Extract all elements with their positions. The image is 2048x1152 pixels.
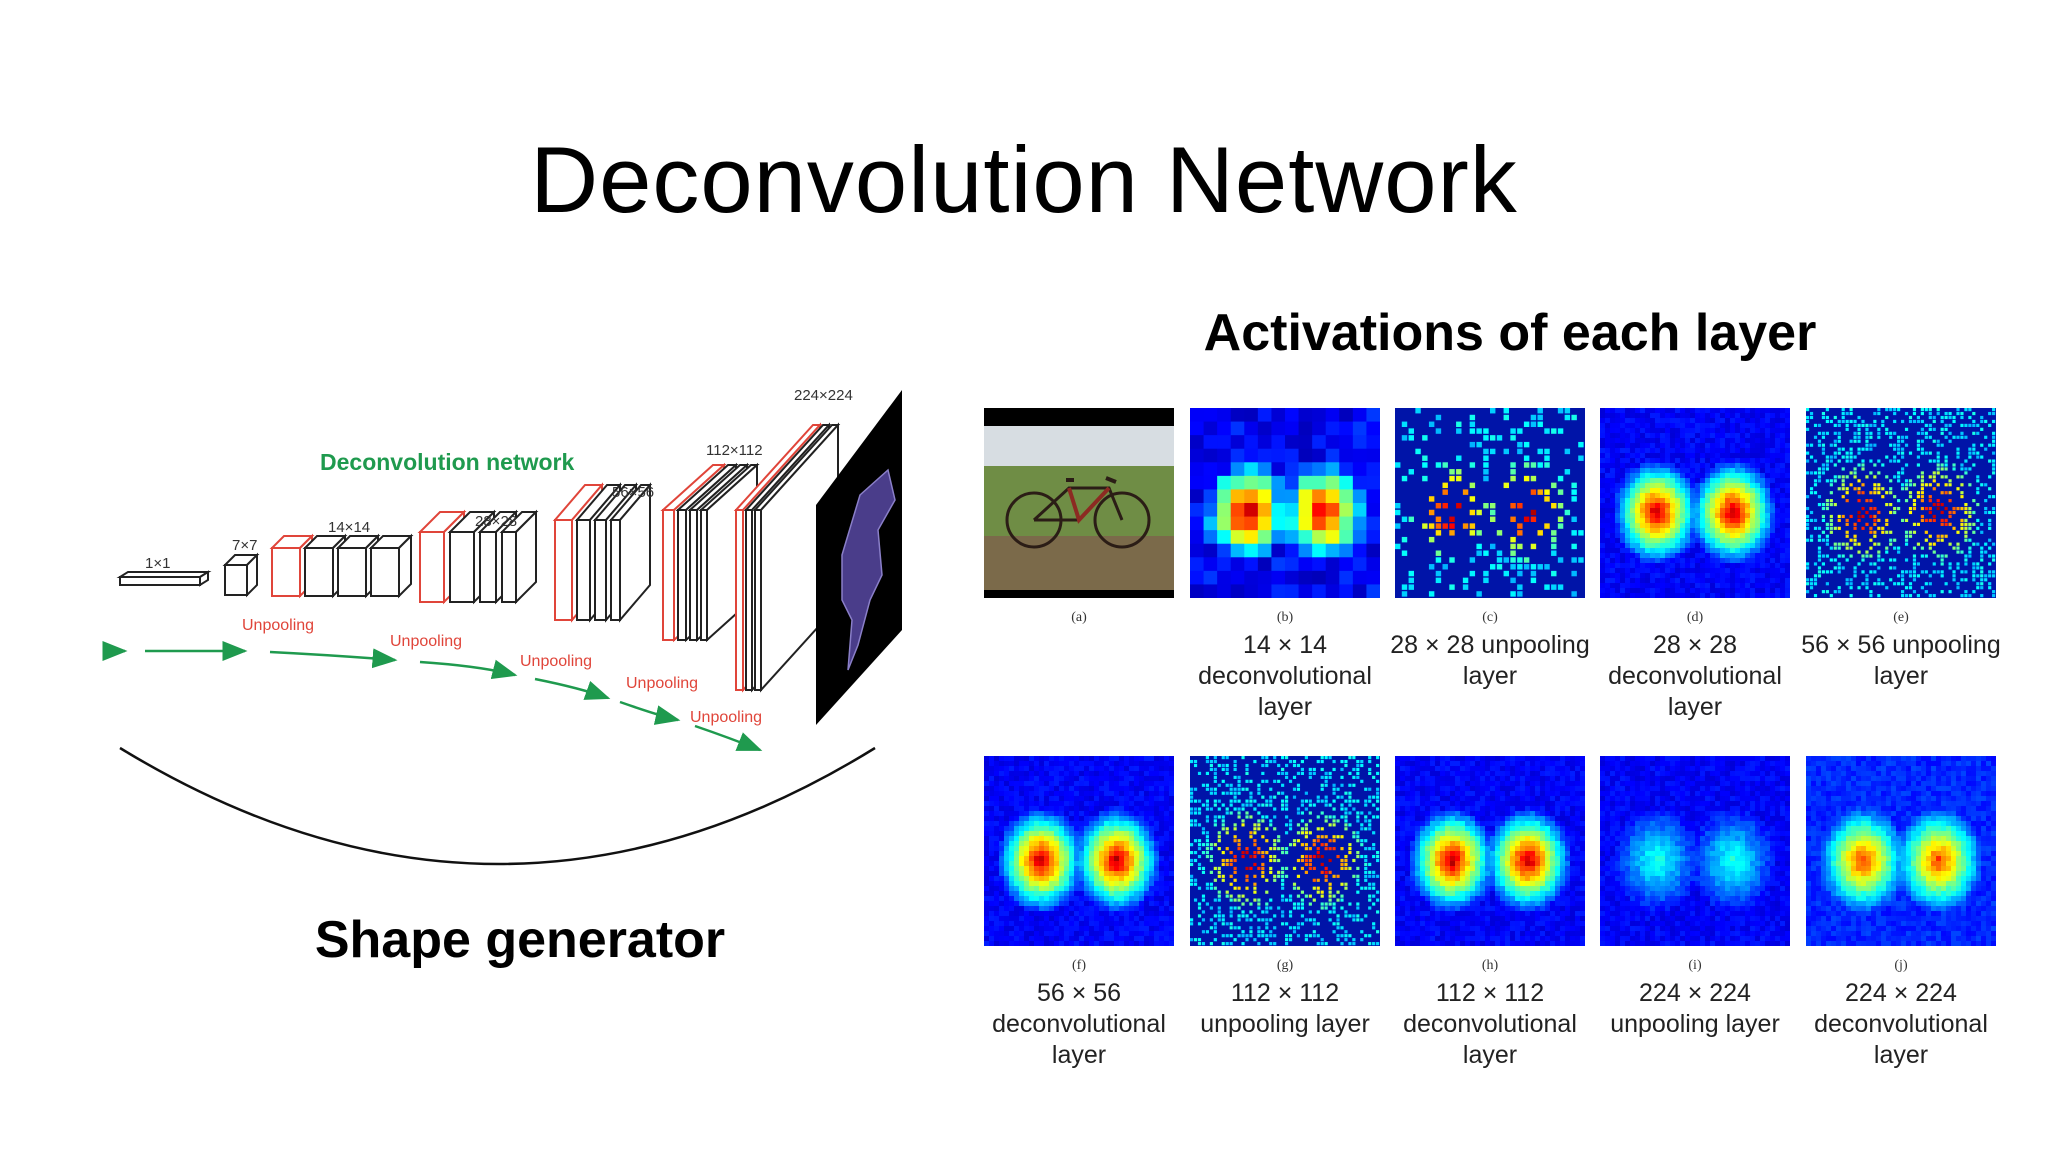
panel-tag: (d) [1600,610,1790,626]
panel-caption: 56 × 56 deconvolutional layer [974,978,1184,1071]
panel-tag: (b) [1190,610,1380,626]
panel-tag: (h) [1395,958,1585,974]
activation-heatmap [1395,408,1585,598]
panel-a-photo [984,408,1174,598]
panel-caption: 112 × 112 unpooling layer [1180,978,1390,1040]
activation-heatmap [1190,408,1380,598]
panel-tag: (a) [984,610,1174,626]
panel-caption: 224 × 224 unpooling layer [1590,978,1800,1040]
panel-tag: (c) [1395,610,1585,626]
activation-heatmap [1395,756,1585,946]
panel-caption: 28 × 28 deconvolutional layer [1590,630,1800,723]
panel-caption: 28 × 28 unpooling layer [1385,630,1595,692]
panel-tag: (f) [984,958,1174,974]
panel-caption: 112 × 112 deconvolutional layer [1385,978,1595,1071]
activation-heatmap [984,756,1174,946]
activation-heatmap [1190,756,1380,946]
activation-heatmap [1806,756,1996,946]
panel-tag: (j) [1806,958,1996,974]
activation-heatmap [1600,408,1790,598]
activation-heatmap [1600,756,1790,946]
panel-caption: 14 × 14 deconvolutional layer [1180,630,1390,723]
panel-tag: (e) [1806,610,1996,626]
panel-tag: (i) [1600,958,1790,974]
panel-caption: 224 × 224 deconvolutional layer [1796,978,2006,1071]
panel-tag: (g) [1190,958,1380,974]
activation-heatmap [1806,408,1996,598]
panel-caption: 56 × 56 unpooling layer [1796,630,2006,692]
